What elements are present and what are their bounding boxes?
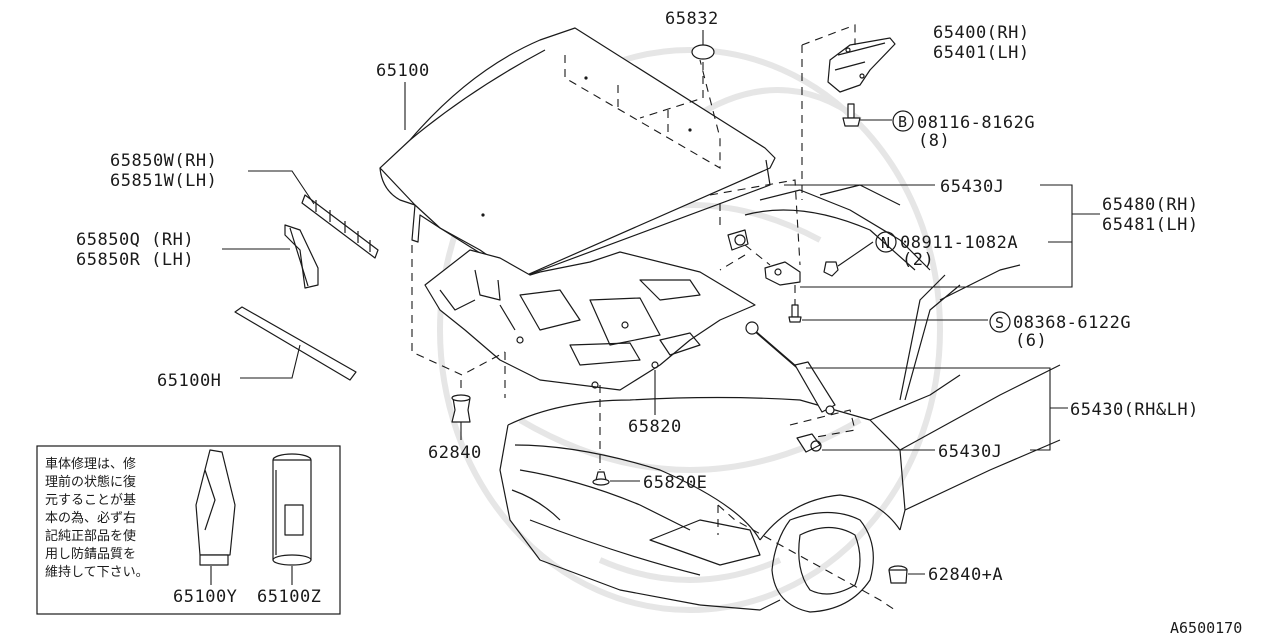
- repair-note-box: 車体修理は、修 理前の状態に復 元することが基 本の為、必ず右 記純正部品を使 …: [36, 445, 341, 615]
- label-bumper[interactable]: 62840: [428, 443, 482, 463]
- label-screw-qty: (6): [1015, 331, 1047, 351]
- note-line: 車体修理は、修: [45, 457, 136, 472]
- label-screw[interactable]: 08368-6122G: [1013, 313, 1131, 333]
- label-rubber-bumper-a[interactable]: 62840+A: [928, 565, 1003, 585]
- nut-marker: N: [875, 231, 897, 253]
- hood-insulator[interactable]: [424, 249, 756, 391]
- note-line: 理前の状態に復: [45, 474, 136, 490]
- vehicle-body: [499, 184, 1061, 613]
- touch-up-paint-tube[interactable]: [195, 449, 236, 566]
- label-hood-stay-lh[interactable]: 65481(LH): [1102, 215, 1199, 235]
- hood-insulator-outline: [564, 55, 721, 169]
- stay-lock-upper[interactable]: [727, 229, 749, 251]
- label-bolt-qty: (8): [918, 131, 950, 151]
- stay-lock-lower[interactable]: [796, 433, 822, 453]
- screw-marker-letter: S: [995, 314, 1004, 332]
- label-nut-qty: (2): [902, 250, 934, 270]
- label-nut[interactable]: 08911-1082A: [900, 233, 1018, 253]
- note-line: 維持して下さい。: [45, 565, 149, 580]
- hood-clip[interactable]: [691, 44, 715, 60]
- leader-seal-w: [248, 170, 315, 205]
- label-hood-clip[interactable]: 65832: [665, 9, 719, 29]
- label-hinge-rh[interactable]: 65400(RH): [933, 23, 1030, 43]
- label-stay-lock-top[interactable]: 65430J: [940, 177, 1004, 197]
- rubber-bumper[interactable]: [451, 394, 471, 423]
- bolt-marker: B: [892, 110, 914, 132]
- hood-panel[interactable]: [379, 27, 776, 279]
- label-seal[interactable]: 65100H: [157, 371, 221, 391]
- label-touch-up-paint[interactable]: 65100Y: [173, 587, 237, 607]
- hood-nut[interactable]: [823, 261, 839, 277]
- hood-hinge[interactable]: [827, 37, 896, 93]
- label-spray-can[interactable]: 65100Z: [257, 587, 321, 607]
- hood-seal-w[interactable]: [301, 194, 379, 259]
- stay-screw[interactable]: [788, 304, 802, 323]
- spray-can[interactable]: [272, 453, 312, 566]
- rubber-bumper-a[interactable]: [888, 565, 908, 584]
- stay-bracket[interactable]: [764, 261, 801, 286]
- bolt-marker-letter: B: [898, 113, 907, 131]
- label-hood[interactable]: 65100: [376, 61, 430, 81]
- label-seal-w-rh[interactable]: 65850W(RH): [110, 151, 217, 171]
- label-insulator-clip[interactable]: 65820E: [643, 473, 707, 493]
- label-hood-stay-rh[interactable]: 65480(RH): [1102, 195, 1199, 215]
- label-seal-w-lh[interactable]: 65851W(LH): [110, 171, 217, 191]
- label-stay-lock-bottom[interactable]: 65430J: [938, 442, 1002, 462]
- nut-marker-letter: N: [881, 234, 890, 252]
- note-line: 記純正部品を使: [45, 528, 136, 544]
- label-bolt[interactable]: 08116-8162G: [917, 113, 1035, 133]
- hood-gas-stay[interactable]: [745, 321, 836, 415]
- diagram-id: A6500170: [1170, 619, 1242, 637]
- hood-seal-q-r[interactable]: [284, 224, 319, 289]
- label-hinge-lh[interactable]: 65401(LH): [933, 43, 1030, 63]
- insulator-clip[interactable]: [592, 471, 610, 486]
- screw-marker: S: [989, 311, 1011, 333]
- hinge-bolt[interactable]: [842, 103, 861, 127]
- label-seal-q-rh[interactable]: 65850Q (RH): [76, 230, 194, 250]
- label-stay-rh-lh[interactable]: 65430(RH&LH): [1070, 400, 1199, 420]
- hood-front-seal[interactable]: [234, 306, 357, 381]
- note-line: 元することが基: [45, 493, 136, 508]
- label-seal-r-lh[interactable]: 65850R (LH): [76, 250, 194, 270]
- label-insulator[interactable]: 65820: [628, 417, 682, 437]
- note-line: 用し防錆品質を: [45, 546, 136, 562]
- note-line: 本の為、必ず右: [45, 510, 136, 526]
